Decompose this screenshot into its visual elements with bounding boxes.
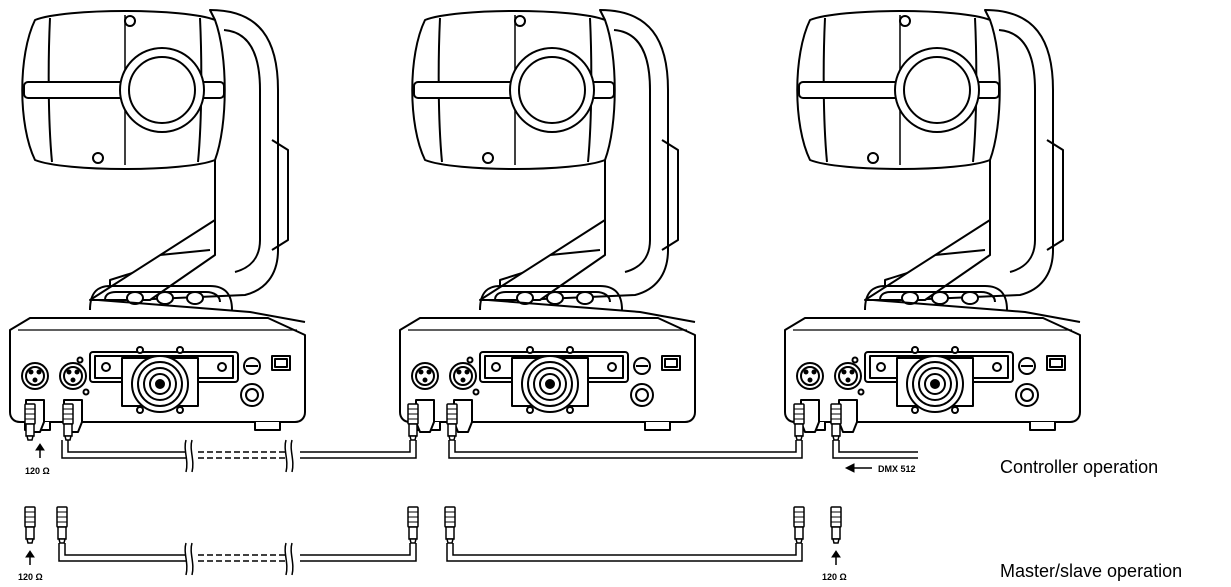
terminator-arrow-3: [831, 550, 841, 565]
terminator-arrow-2: [25, 550, 35, 565]
controller-cabling: [24, 403, 918, 473]
moving-head-1: [9, 9, 306, 433]
moving-head-2: [399, 9, 696, 433]
moving-head-3: [784, 9, 1081, 433]
master-slave-cabling: [24, 506, 842, 576]
terminator-label-1: 120 Ω: [25, 466, 50, 476]
terminator-label-3: 120 Ω: [822, 572, 847, 582]
master-slave-operation-label: Master/slave operation: [1000, 561, 1182, 581]
dmx-label: DMX 512: [878, 464, 916, 474]
dmx-arrow: [844, 463, 872, 473]
controller-operation-label: Controller operation: [1000, 457, 1158, 477]
terminator-label-2: 120 Ω: [18, 572, 43, 582]
terminator-arrow-1: [35, 443, 45, 458]
